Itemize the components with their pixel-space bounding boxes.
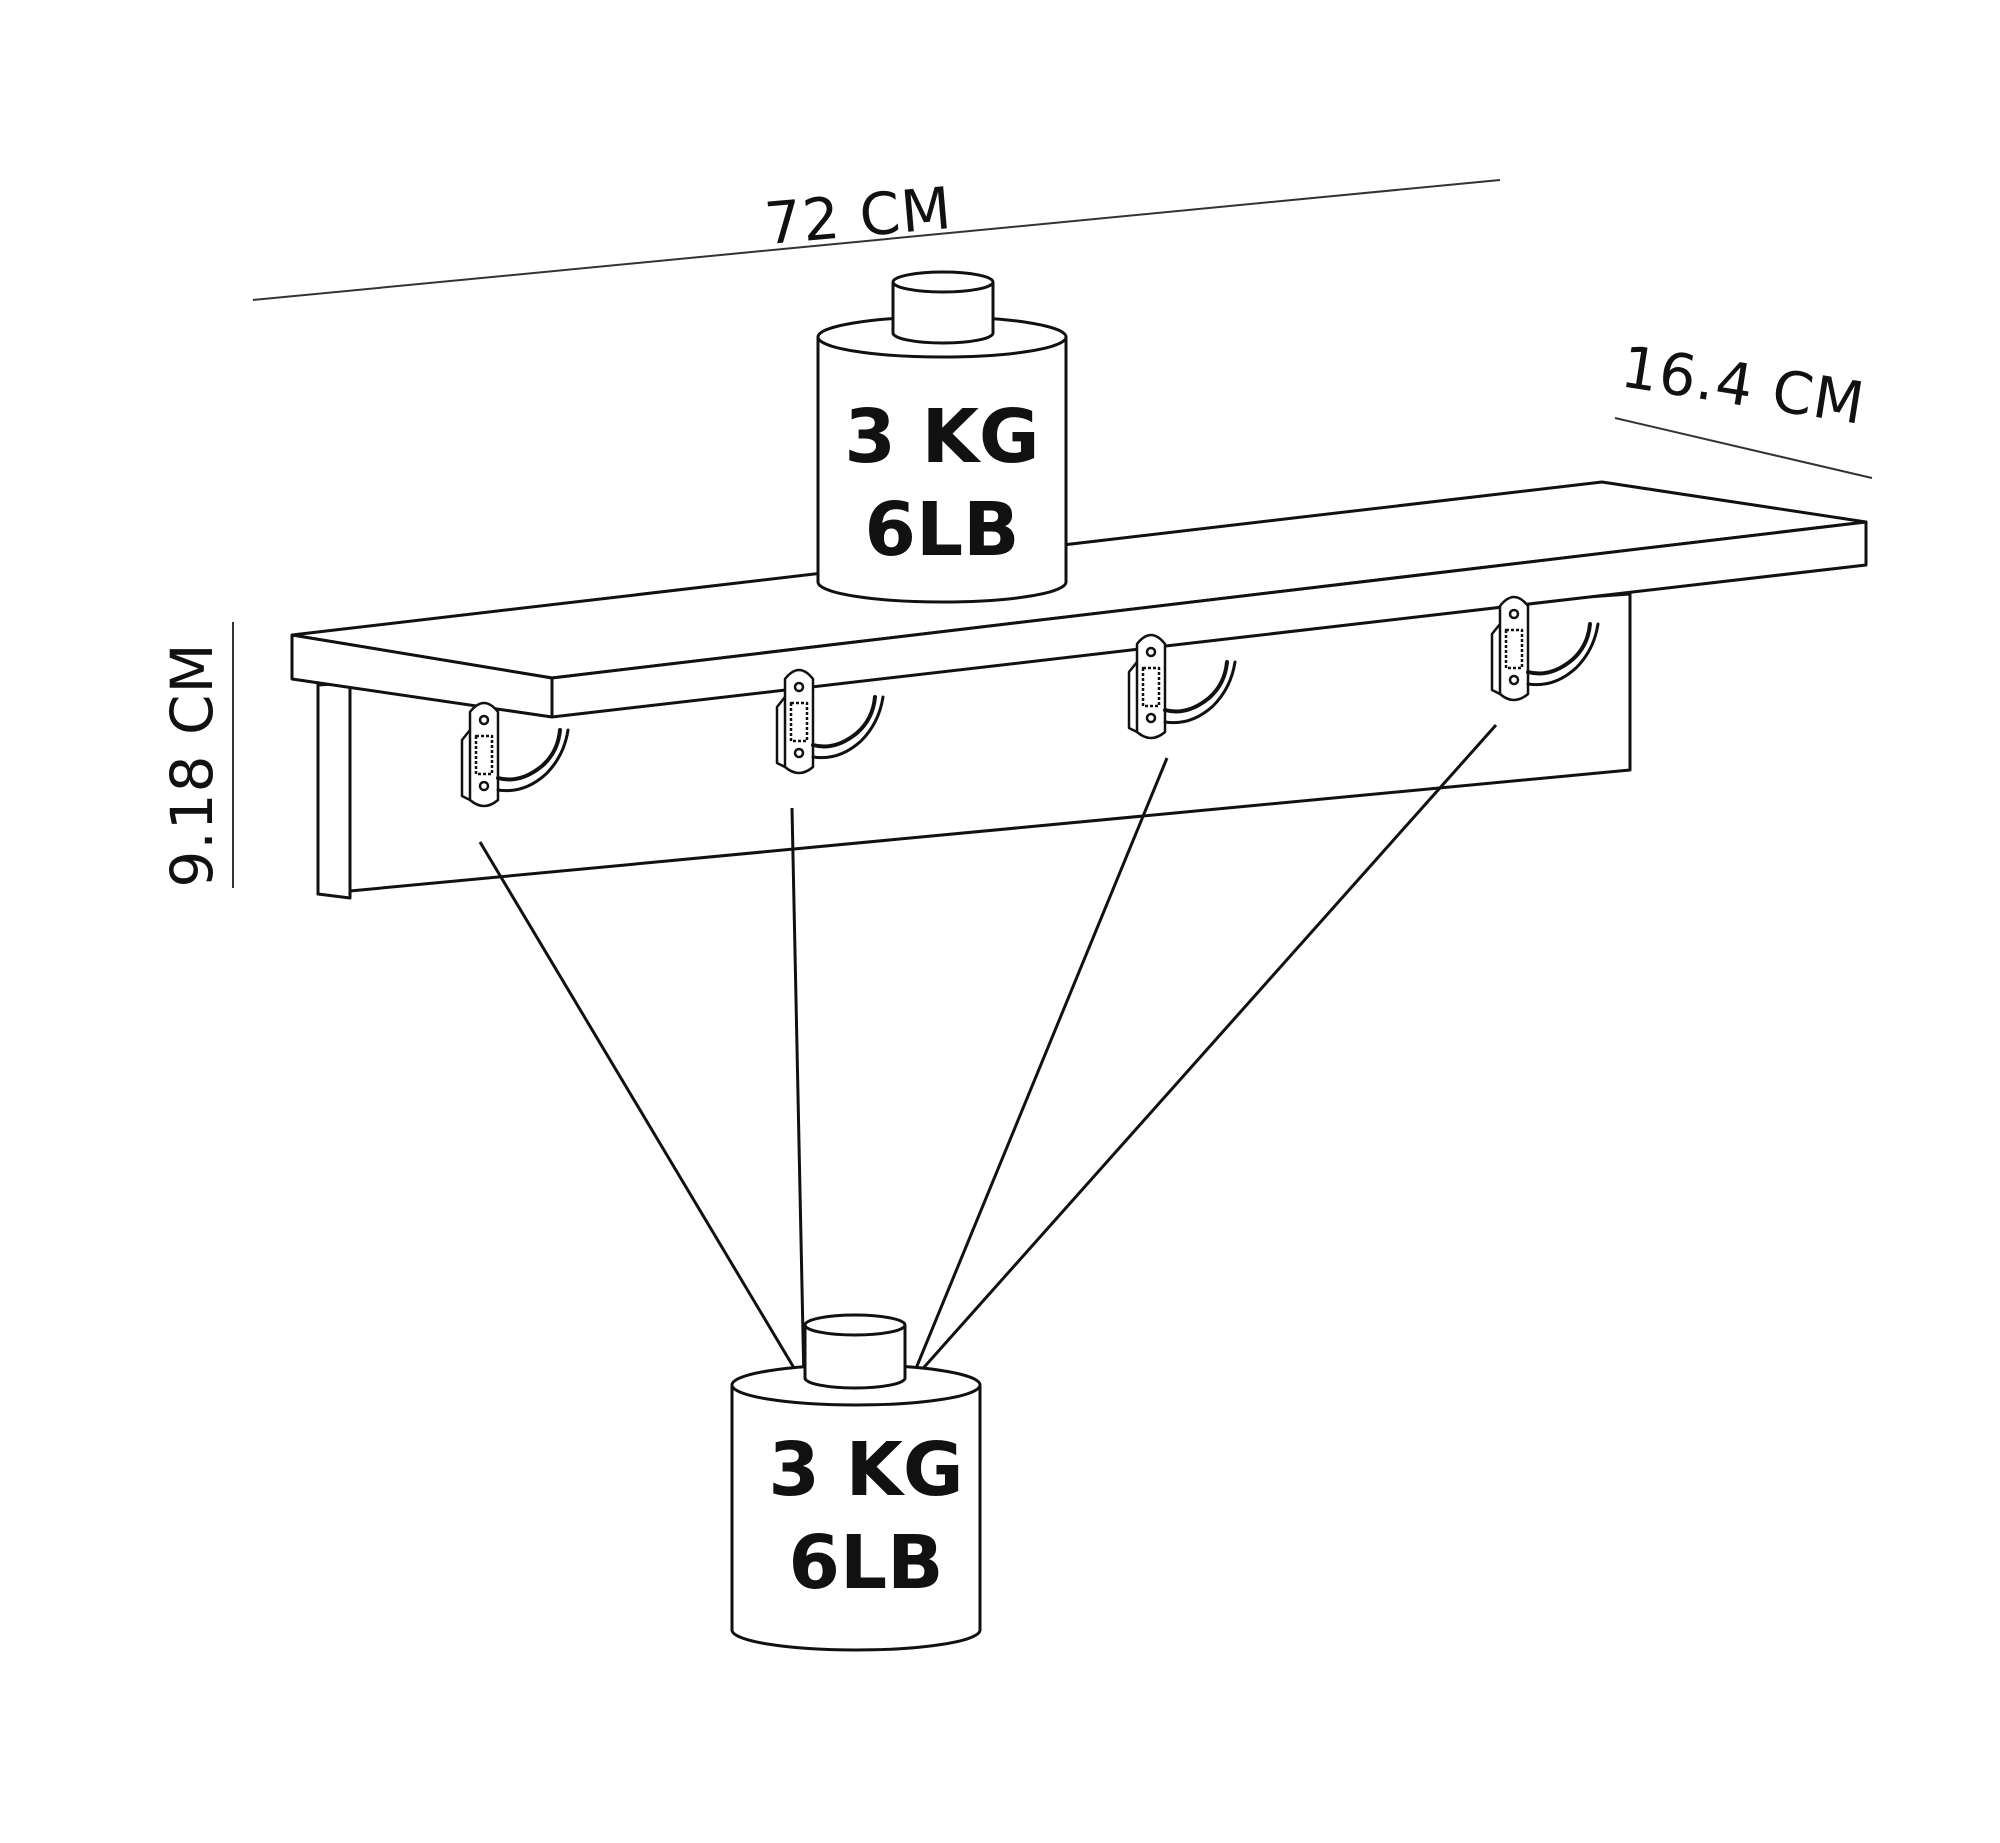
width-label: 72 CM — [762, 174, 955, 258]
coat-hook-icon — [1127, 633, 1237, 740]
hooks — [460, 595, 1600, 808]
hanging-weight-kg: 3 KG — [768, 1427, 963, 1513]
height-label: 9.18 CM — [158, 642, 226, 887]
hanging-strings — [478, 724, 1498, 1384]
shelf-board — [290, 480, 1868, 719]
width-dimension-line — [252, 179, 1501, 301]
hanging-weight-lb: 6LB — [788, 1520, 943, 1606]
coat-hook-icon — [775, 668, 885, 775]
coat-hook-icon — [460, 701, 570, 808]
coat-hook-icon — [1490, 595, 1600, 702]
depth-dimension-line — [1614, 417, 1873, 479]
hanging-weight — [730, 1313, 982, 1652]
shelf-weight-kg: 3 KG — [844, 394, 1039, 480]
depth-label: 16.4 CM — [1617, 332, 1870, 438]
shelf-weight-lb: 6LB — [864, 487, 1019, 573]
shelf-weight — [816, 270, 1068, 604]
